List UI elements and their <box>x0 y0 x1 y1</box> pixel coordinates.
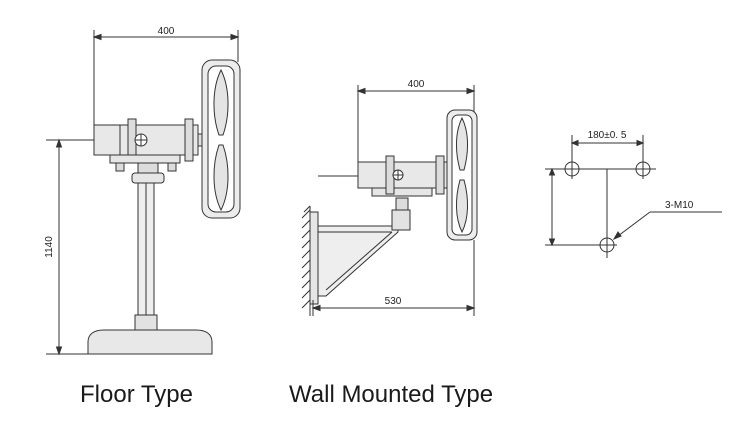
wall-bracket <box>317 225 399 297</box>
wall-depth-dimension <box>311 240 476 316</box>
floor-base <box>87 329 213 355</box>
bolt-hole <box>562 159 582 179</box>
floor-fan-blade <box>213 68 229 136</box>
floor-width-dimension <box>92 30 240 128</box>
wall-surface <box>301 205 311 316</box>
bolt-hole <box>633 159 653 179</box>
wall-fan-blade <box>456 116 468 171</box>
floor-type-caption: Floor Type <box>80 381 193 408</box>
wall-depth-label: 530 <box>385 296 402 307</box>
floor-height-label: 1140 <box>44 236 55 258</box>
wall-type-drawing <box>301 85 478 316</box>
bolt-pattern-drawing <box>545 135 722 258</box>
bolt-leader-line <box>612 211 722 241</box>
wall-type-caption: Wall Mounted Type <box>289 381 493 408</box>
floor-type-drawing <box>46 30 241 356</box>
bolt-spacing-dimension <box>570 135 645 162</box>
bolt-hole <box>597 235 617 255</box>
bolt-size-label: 3-M10 <box>665 200 694 211</box>
floor-height-dimension <box>46 138 130 356</box>
wall-width-label: 400 <box>408 79 425 90</box>
bolt-spacing-label: 180±0. 5 <box>588 130 627 141</box>
bolt-vertical-dimension <box>545 167 598 247</box>
floor-width-label: 400 <box>158 26 175 37</box>
